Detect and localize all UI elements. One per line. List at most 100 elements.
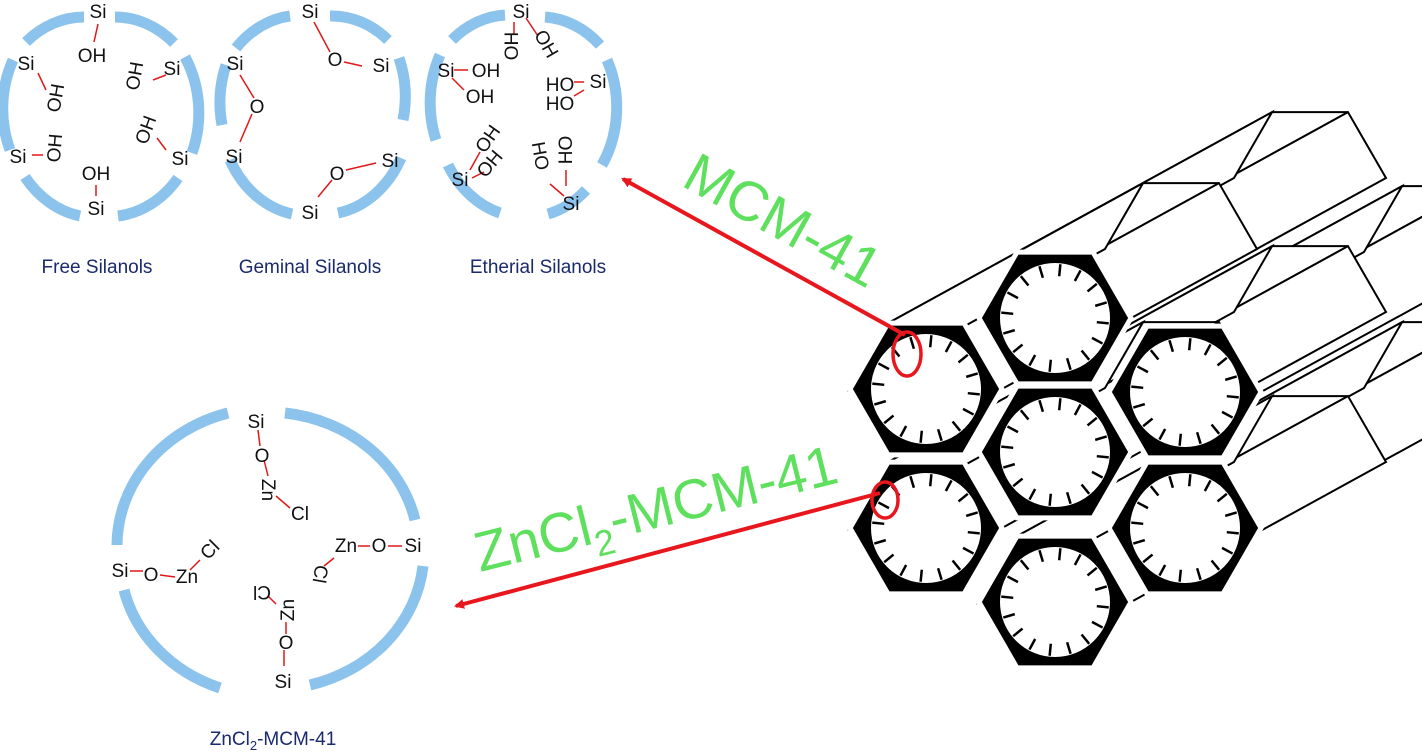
free-pore-wall bbox=[0, 11, 205, 222]
geminal-si-left-bottom: Si bbox=[226, 147, 243, 168]
zncl2-o-bottom: O bbox=[279, 633, 294, 654]
channel-pore bbox=[998, 395, 1112, 509]
channel-silanol-tick bbox=[1195, 567, 1202, 581]
channel-silanol-tick bbox=[1086, 416, 1098, 427]
channel-silanol-tick bbox=[928, 335, 933, 348]
channel-silanol-tick bbox=[1094, 301, 1108, 308]
free-si-lower-right: Si bbox=[172, 149, 189, 170]
free-si-top: Si bbox=[90, 2, 107, 23]
channel-silanol-tick bbox=[1187, 474, 1192, 487]
channel-silanol-tick bbox=[872, 382, 885, 387]
channel-silanol-tick bbox=[1096, 320, 1109, 325]
channel-silanol-tick bbox=[1002, 462, 1016, 469]
channel-silanol-tick bbox=[1168, 339, 1175, 353]
zncl2-zn-top: Zn bbox=[257, 479, 278, 501]
channel-silanol-tick bbox=[1224, 375, 1238, 382]
channel-silanol-tick bbox=[1094, 435, 1108, 442]
channel-silanol-tick bbox=[962, 407, 975, 416]
channel-silanol-tick bbox=[1203, 479, 1212, 492]
channel-silanol-tick bbox=[877, 362, 890, 371]
channel-pore bbox=[869, 471, 983, 585]
zncl2-cl-right: Cl bbox=[308, 563, 332, 584]
channel-silanol-tick bbox=[1096, 454, 1109, 459]
etherial-oh-top-a: OH bbox=[502, 32, 523, 61]
channel-silanol-tick bbox=[1158, 564, 1167, 577]
free-si-left: Si bbox=[18, 54, 35, 75]
geminal-si-bottom: Si bbox=[302, 203, 319, 224]
free-oh-top: OH bbox=[78, 46, 107, 67]
channel-silanol-tick bbox=[1086, 282, 1098, 293]
channel-silanol-tick bbox=[1142, 417, 1154, 428]
channel-silanol-tick bbox=[1178, 569, 1183, 582]
channel-silanol-tick bbox=[1080, 349, 1091, 361]
channel-silanol-tick bbox=[1065, 641, 1072, 655]
zncl2-pore-wall bbox=[111, 407, 429, 694]
etherial-ho-right-b: HO bbox=[546, 94, 575, 115]
zncl2-o-left: O bbox=[144, 565, 159, 586]
channel-pore bbox=[998, 545, 1112, 659]
channel-silanol-tick bbox=[1203, 343, 1212, 356]
etherial-oh-left-b: OH bbox=[466, 87, 495, 108]
channel-silanol-tick bbox=[899, 425, 908, 438]
zncl2-cl-bottom: Cl bbox=[253, 581, 271, 602]
zncl2-zn-bottom: Zn bbox=[278, 599, 299, 621]
channel-silanol-tick bbox=[1096, 604, 1109, 609]
channel-silanol-tick bbox=[957, 492, 969, 503]
zncl2-si-top: Si bbox=[248, 412, 265, 433]
channel-silanol-tick bbox=[1142, 553, 1154, 564]
channel-silanol-tick bbox=[1006, 575, 1019, 584]
channel-silanol-tick bbox=[909, 475, 916, 489]
channel-silanol-tick bbox=[1195, 431, 1202, 445]
channel-silanol-tick bbox=[1006, 291, 1019, 300]
zncl2-bonds bbox=[130, 429, 402, 666]
channel-silanol-tick bbox=[1080, 633, 1091, 645]
zncl2-cl-left: Cl bbox=[197, 537, 225, 565]
channel-silanol-tick bbox=[883, 553, 895, 564]
channel-silanol-tick bbox=[1132, 402, 1146, 409]
channel-silanol-tick bbox=[1065, 491, 1072, 505]
channel-silanol-tick bbox=[965, 372, 979, 379]
channel-silanol-tick bbox=[1136, 501, 1149, 510]
channel-silanol-tick bbox=[1002, 612, 1016, 619]
channel-pore bbox=[998, 261, 1112, 375]
zncl2-cl-top: Cl bbox=[291, 504, 309, 525]
channel-silanol-tick bbox=[919, 569, 924, 582]
etherial-bonds bbox=[451, 17, 585, 197]
caption-free-silanols: Free Silanols bbox=[42, 257, 153, 278]
channel-silanol-tick bbox=[1048, 493, 1053, 506]
channel-silanol-tick bbox=[1216, 356, 1228, 367]
channel-pore bbox=[869, 332, 983, 446]
channel-silanol-tick bbox=[951, 559, 962, 571]
free-si-right: Si bbox=[164, 59, 181, 80]
channel-silanol-tick bbox=[936, 428, 943, 442]
geminal-o-left: O bbox=[250, 97, 265, 118]
geminal-silanols-pore: Si O Si Si O Si O Si Si bbox=[214, 2, 411, 224]
channel-silanol-tick bbox=[1012, 343, 1024, 354]
free-bonds bbox=[32, 23, 167, 196]
mcm41-honeycomb bbox=[847, 109, 1422, 671]
channel-silanol-tick bbox=[1006, 425, 1019, 434]
etherial-si-lower-right: Si bbox=[563, 194, 580, 215]
channel-silanol-tick bbox=[1019, 559, 1030, 571]
etherial-pore-wall bbox=[424, 9, 623, 220]
channel-silanol-tick bbox=[1038, 549, 1045, 563]
channel-silanol-tick bbox=[877, 501, 890, 510]
channel-silanol-tick bbox=[1210, 423, 1221, 435]
channel-silanol-tick bbox=[1131, 385, 1144, 390]
etherial-oh-left-a: OH bbox=[472, 61, 501, 82]
channel-silanol-tick bbox=[919, 430, 924, 443]
channel-silanol-tick bbox=[1073, 403, 1082, 416]
free-silanols-pore: Si OH Si OH Si OH Si OH Si OH OH Si bbox=[0, 2, 205, 222]
channel-silanol-tick bbox=[1038, 265, 1045, 279]
channel-silanol-tick bbox=[1168, 475, 1175, 489]
channel-silanol-tick bbox=[1012, 627, 1024, 638]
channel-silanol-tick bbox=[957, 353, 969, 364]
channel-silanol-tick bbox=[883, 414, 895, 425]
channel-silanol-tick bbox=[944, 340, 953, 353]
channel-silanol-tick bbox=[1048, 643, 1053, 656]
zncl2-si-bottom: Si bbox=[275, 672, 292, 693]
geminal-bonds bbox=[239, 21, 377, 198]
geminal-si-top: Si bbox=[302, 2, 319, 23]
zncl2-zn-right: Zn bbox=[335, 536, 357, 557]
free-oh-right: OH bbox=[123, 60, 149, 92]
